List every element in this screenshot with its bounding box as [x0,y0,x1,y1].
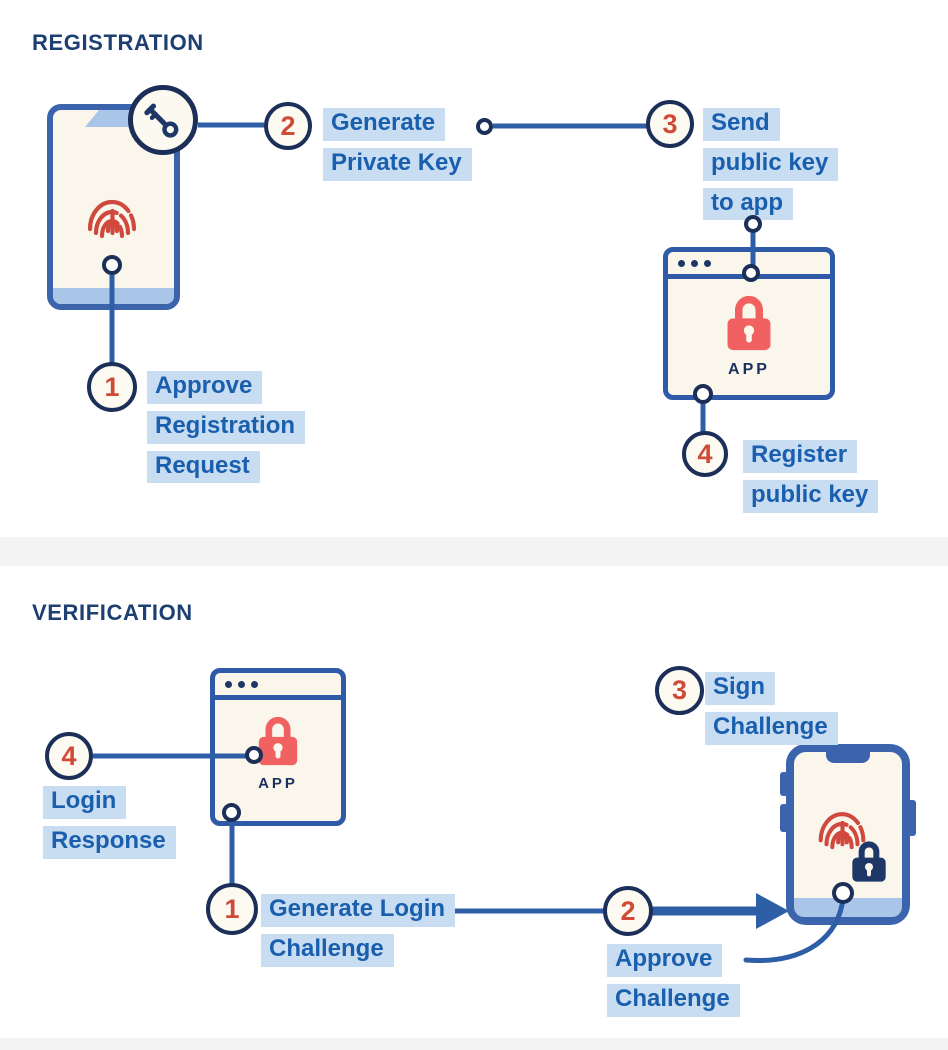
registration-step-1-label: Approve Registration Request [147,371,306,490]
connector-node-toapp [744,215,762,233]
registration-step-2-circle: 2 [264,102,312,150]
section-divider-band [0,537,948,566]
app-window-body: APP [215,700,341,821]
connector-node-window-lock [245,746,263,764]
padlock-icon [727,296,771,351]
verification-step-2-label: Approve Challenge [607,944,740,1024]
window-dot-icon [225,680,232,688]
verification-step-2-circle: 2 [603,886,653,936]
key-badge [128,85,198,155]
verification-step-4-label: Login Response [43,786,176,866]
phone-bottom-bar [53,288,174,304]
window-dot-icon [691,259,698,267]
app-window-body: APP [668,279,830,395]
padlock-icon [258,716,298,766]
verification-step-3-label: Sign Challenge [705,672,838,752]
arrow-step2-to-phone [651,893,789,929]
connector-node-generate [476,118,493,135]
registration-section-title: REGISTRATION [32,30,204,55]
registration-step-1-circle: 1 [87,362,137,412]
verification-step-3-circle: 3 [655,666,704,715]
verification-step-1-label: Generate Login Challenge [261,894,456,974]
registration-step-4-circle: 4 [682,431,728,477]
window-dot-icon [704,259,711,267]
connector-node-window-top [742,264,760,282]
fingerprint-icon [818,812,866,850]
registration-step-3-circle: 3 [646,100,694,148]
verification-step-1-circle: 1 [206,883,258,935]
small-padlock-icon [852,841,886,882]
registration-step-2-label: Generate Private Key [323,108,472,188]
fingerprint-icon [87,199,137,239]
verification-section-title: VERIFICATION [32,600,193,625]
app-label: APP [258,775,298,792]
registration-step-3-label: Send public key to app [703,108,839,227]
window-dot-icon [678,259,685,267]
phone-side-button [780,804,788,832]
window-dot-icon [251,680,258,688]
verification-step-4-circle: 4 [45,732,93,780]
key-icon [144,103,179,138]
connector-node-phone [102,255,122,275]
phone-side-button [908,800,916,836]
registration-step-4-label: Register public key [743,440,879,520]
phone-notch [826,752,870,763]
bottom-band [0,1038,948,1050]
connector-node-window-bottom [693,384,713,404]
verification-app-window: APP [210,668,346,826]
connector-node-window-bottom [222,803,241,822]
window-dot-icon [238,680,245,688]
app-label: APP [728,361,770,378]
connector-node-phone [832,882,854,904]
phone-side-button [780,772,788,796]
app-window-titlebar [215,673,341,700]
